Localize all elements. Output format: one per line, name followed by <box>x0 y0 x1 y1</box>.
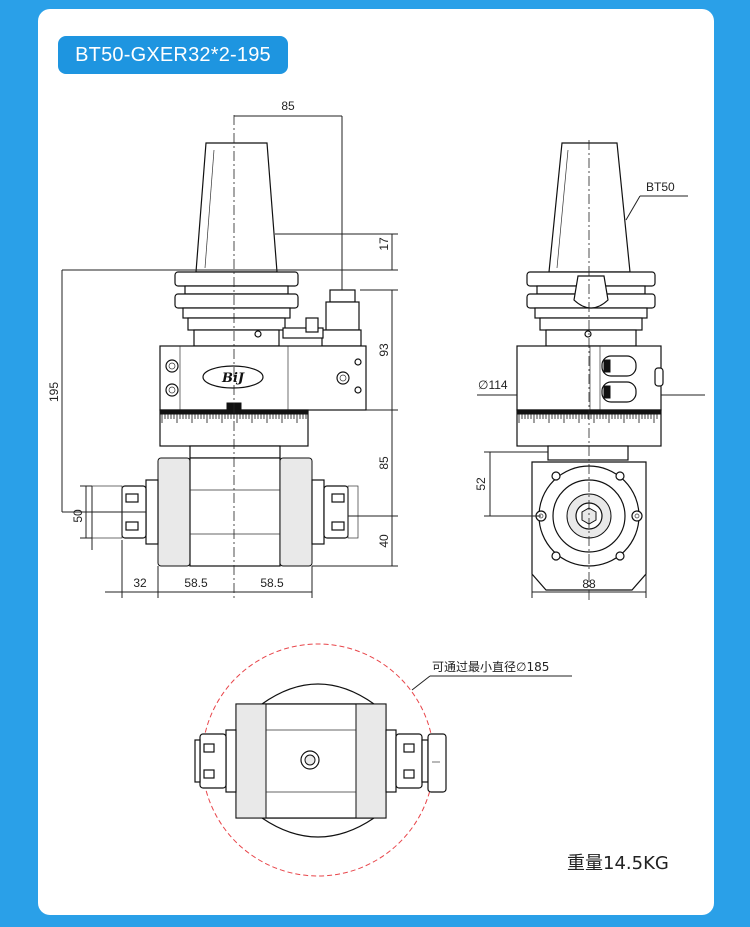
dim-93: 93 <box>377 343 391 357</box>
dim-85-top: 85 <box>281 99 295 113</box>
top-view: 可通过最小直径∅185 <box>194 643 572 877</box>
side-dimensions: BT50 ∅114 52 88 <box>474 180 705 598</box>
weight-label: 重量14.5KG <box>567 853 669 874</box>
brand-logo <box>202 365 264 389</box>
dim-88: 88 <box>582 577 596 591</box>
product-title: BT50-GXER32*2-195 <box>58 36 288 74</box>
dim-58-5-right: 58.5 <box>260 576 284 590</box>
dim-32: 32 <box>133 576 147 590</box>
diameter-114-label: ∅114 <box>478 378 508 392</box>
front-dimensions: 85 17 195 93 85 40 50 32 58.5 58.5 <box>47 99 398 598</box>
min-diameter-label: 可通过最小直径∅185 <box>432 660 549 674</box>
dim-58-5-left: 58.5 <box>184 576 208 590</box>
dim-85-right: 85 <box>377 456 391 470</box>
brand-logo-text: BiJ <box>221 371 245 386</box>
dim-195: 195 <box>47 382 61 402</box>
side-taper <box>548 142 631 273</box>
bt50-taper <box>195 142 278 273</box>
front-view: BiJ <box>91 115 367 600</box>
side-view <box>516 140 664 600</box>
dim-50: 50 <box>71 509 85 523</box>
dim-40: 40 <box>377 534 391 548</box>
dim-17: 17 <box>377 237 391 251</box>
bt50-label: BT50 <box>646 180 675 194</box>
dim-52: 52 <box>474 477 488 491</box>
